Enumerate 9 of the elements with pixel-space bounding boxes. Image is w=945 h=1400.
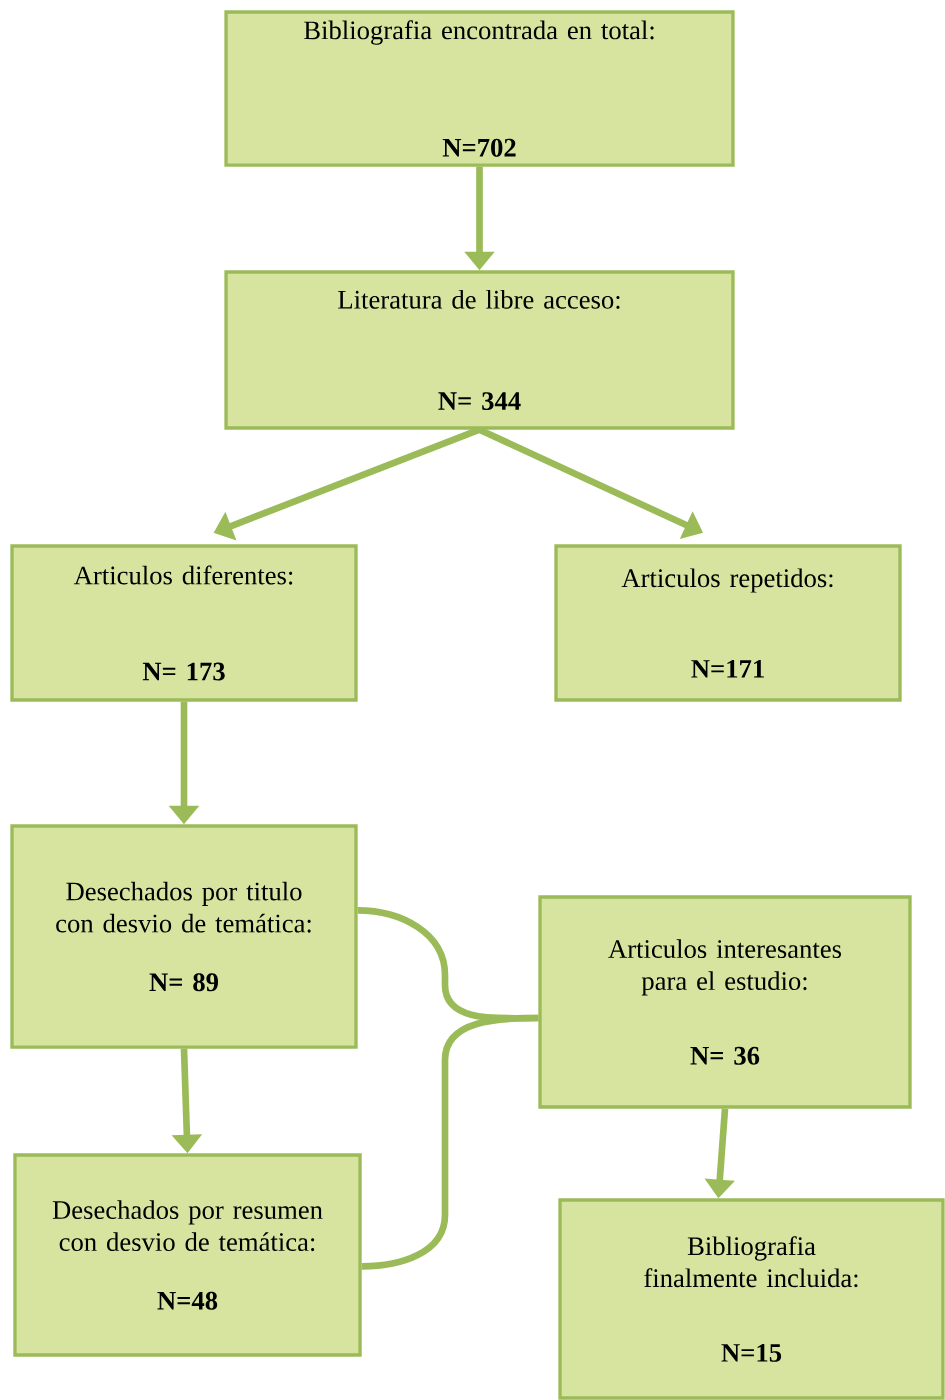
- process-box: Desechados por resumen con desvio de temática: N=48: [13, 1153, 362, 1357]
- process-box: Desechados por titulo con desvio de temática: N= 89: [10, 824, 358, 1049]
- process-box: Literatura de libre acceso: N= 344: [224, 270, 735, 430]
- process-box: Articulos repetidos: N=171: [554, 544, 902, 702]
- process-box: Bibliografia finalmente incluida: N=15: [558, 1198, 945, 1400]
- process-box: Articulos diferentes: N= 173: [10, 544, 358, 702]
- bracket-connector: [361, 1014, 539, 1270]
- process-box: Bibliografia encontrada en total: N=702: [224, 10, 735, 167]
- process-box: Articulos interesantes para el estudio: N= 36: [538, 895, 912, 1109]
